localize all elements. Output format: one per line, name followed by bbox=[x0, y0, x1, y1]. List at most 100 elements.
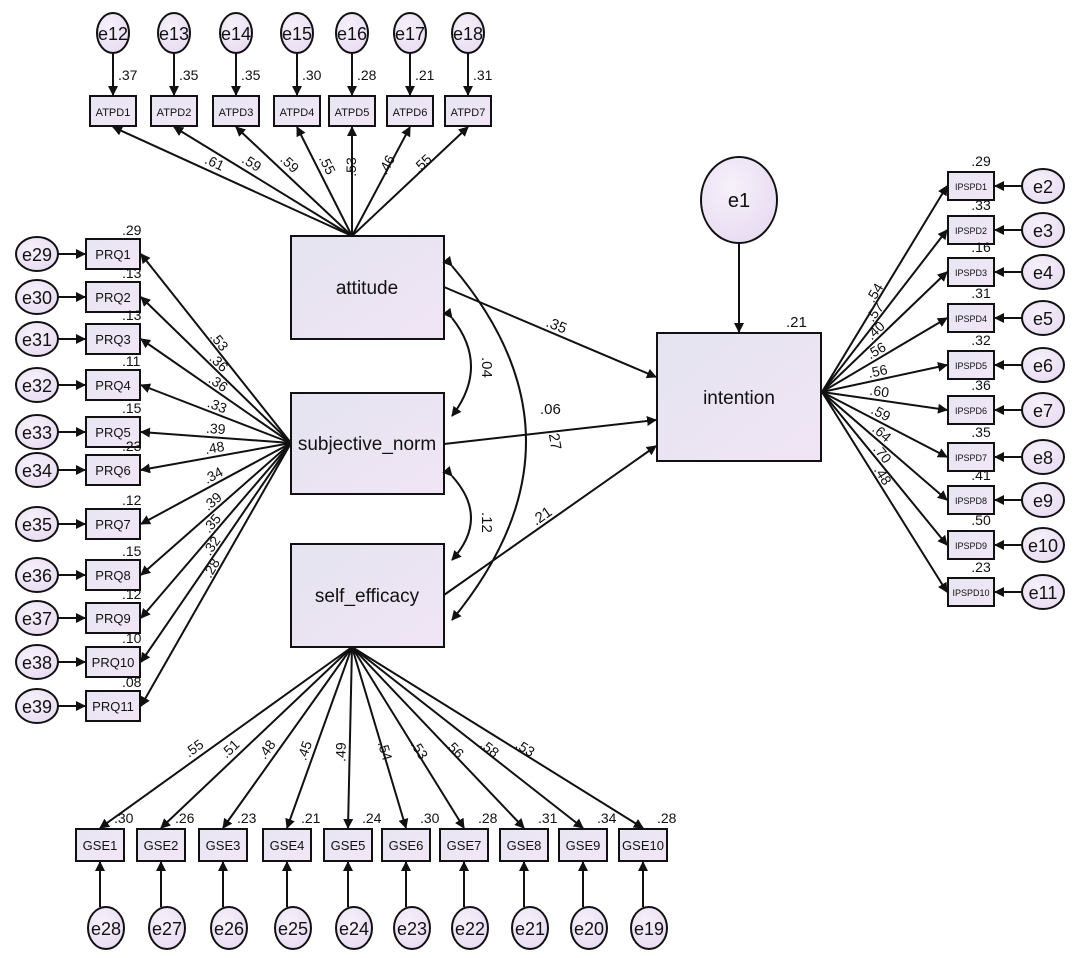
prq-box-4 bbox=[85, 369, 141, 401]
prq-loading-11: .28 bbox=[199, 555, 223, 580]
attitude-box bbox=[290, 235, 445, 340]
atpd-error-node-3 bbox=[219, 12, 253, 54]
prq-loading-path-11 bbox=[140, 442, 292, 707]
prq-error-node-1 bbox=[15, 236, 59, 272]
gse-error-node-1 bbox=[87, 906, 125, 950]
gse-loading-path-10 bbox=[351, 646, 644, 829]
gse-error-label-2: e27 bbox=[152, 919, 182, 939]
self-efficacy-label: self_efficacy bbox=[315, 586, 420, 607]
prq-error-label-4: e32 bbox=[22, 376, 52, 396]
atpd-loading-path-2 bbox=[173, 126, 353, 237]
prq-r2-11: .08 bbox=[122, 674, 142, 690]
atpd-loading-7: .55 bbox=[410, 151, 435, 176]
gse-loading-9: .58 bbox=[477, 736, 502, 761]
attitude-self-efficacy-covariance bbox=[442, 255, 527, 621]
atpd-loading-path-4 bbox=[296, 126, 353, 237]
ipspd-box-3 bbox=[947, 257, 995, 287]
prq-error-node-5 bbox=[15, 414, 59, 450]
ipspd-error-node-2 bbox=[1021, 212, 1065, 248]
atpd-r2-4: .30 bbox=[302, 67, 322, 83]
atpd-error-node-4 bbox=[280, 12, 314, 54]
ipspd-label-4: IPSPD4 bbox=[955, 314, 987, 324]
prq-loading-5: .39 bbox=[206, 420, 227, 437]
gse-error-label-3: e26 bbox=[214, 919, 244, 939]
prq-loading-path-8 bbox=[140, 442, 292, 576]
attitude-intention-coef: .35 bbox=[544, 314, 570, 338]
ipspd-r2-4: .31 bbox=[971, 285, 991, 301]
gse-r2-7: .28 bbox=[478, 810, 498, 826]
atpd-loading-5: .53 bbox=[343, 157, 359, 177]
atpd-label-7: ATPD7 bbox=[451, 107, 486, 119]
atpd-loading-path-6 bbox=[351, 126, 411, 237]
prq-label-9: PRQ9 bbox=[95, 611, 130, 626]
atpd-error-label-4: e15 bbox=[282, 24, 312, 44]
prq-r2-8: .15 bbox=[122, 543, 142, 559]
atpd-r2-7: .31 bbox=[473, 67, 493, 83]
ipspd-error-label-2: e3 bbox=[1033, 221, 1053, 241]
intention-r2-label: .21 bbox=[786, 314, 807, 331]
prq-loading-path-2 bbox=[140, 296, 292, 444]
gse-label-4: GSE4 bbox=[270, 838, 305, 853]
ipspd-error-node-7 bbox=[1021, 439, 1065, 475]
ipspd-loading-4: .56 bbox=[864, 338, 889, 362]
prq-loading-path-5 bbox=[140, 427, 292, 444]
gse-error-label-5: e24 bbox=[339, 919, 369, 939]
ipspd-loading-path-6 bbox=[821, 391, 948, 414]
gse-box-9 bbox=[558, 828, 608, 862]
ipspd-r2-6: .36 bbox=[971, 377, 991, 393]
subjective-norm-self-efficacy-coef: .12 bbox=[478, 512, 495, 533]
prq-label-4: PRQ4 bbox=[95, 378, 130, 393]
ipspd-r2-2: .33 bbox=[971, 197, 991, 213]
atpd-r2-3: .35 bbox=[241, 67, 261, 83]
prq-box-8 bbox=[85, 559, 141, 591]
ipspd-error-label-8: e9 bbox=[1033, 491, 1053, 511]
prq-error-label-5: e33 bbox=[22, 423, 52, 443]
gse-box-1 bbox=[75, 828, 125, 862]
ipspd-loading-path-9 bbox=[821, 391, 948, 546]
prq-loading-2: .36 bbox=[206, 350, 231, 375]
attitude-subjective-norm-covariance bbox=[442, 307, 472, 417]
atpd-label-4: ATPD4 bbox=[280, 107, 315, 119]
gse-box-3 bbox=[198, 828, 248, 862]
self-efficacy-intention-coef: .21 bbox=[529, 503, 556, 529]
atpd-box-3 bbox=[212, 95, 260, 127]
gse-r2-8: .31 bbox=[538, 810, 558, 826]
gse-loading-path-4 bbox=[285, 646, 353, 829]
prq-error-label-9: e37 bbox=[22, 609, 52, 629]
gse-loading-10: .53 bbox=[513, 736, 538, 760]
ipspd-box-5 bbox=[947, 350, 995, 380]
ipspd-error-label-5: e6 bbox=[1033, 356, 1053, 376]
ipspd-error-node-10 bbox=[1021, 574, 1065, 610]
ipspd-error-node-6 bbox=[1021, 392, 1065, 428]
ipspd-r2-9: .50 bbox=[971, 512, 991, 528]
ipspd-error-label-6: e7 bbox=[1033, 401, 1053, 421]
prq-error-node-2 bbox=[15, 279, 59, 315]
atpd-loading-path-3 bbox=[235, 126, 353, 237]
prq-loading-path-7 bbox=[140, 442, 292, 525]
prq-label-1: PRQ1 bbox=[95, 247, 130, 262]
prq-label-8: PRQ8 bbox=[95, 568, 130, 583]
gse-r2-3: .23 bbox=[237, 810, 257, 826]
ipspd-error-node-4 bbox=[1021, 300, 1065, 336]
gse-loading-8: .56 bbox=[442, 736, 467, 761]
ipspd-label-8: IPSPD8 bbox=[955, 496, 987, 506]
ipspd-label-9: IPSPD9 bbox=[955, 541, 987, 551]
atpd-error-label-5: e16 bbox=[337, 24, 367, 44]
ipspd-r2-10: .23 bbox=[971, 559, 991, 575]
gse-error-label-4: e25 bbox=[278, 919, 308, 939]
gse-box-4 bbox=[262, 828, 312, 862]
ipspd-error-label-7: e8 bbox=[1033, 448, 1053, 468]
atpd-label-2: ATPD2 bbox=[157, 107, 192, 119]
prq-box-10 bbox=[85, 646, 141, 678]
atpd-box-5 bbox=[328, 95, 376, 127]
gse-error-label-8: e21 bbox=[515, 919, 545, 939]
prq-loading-path-3 bbox=[140, 338, 292, 444]
gse-box-2 bbox=[136, 828, 186, 862]
gse-error-node-6 bbox=[393, 906, 431, 950]
prq-error-label-10: e38 bbox=[22, 653, 52, 673]
atpd-loading-3: .59 bbox=[277, 151, 302, 176]
prq-loading-3: .36 bbox=[206, 371, 231, 395]
prq-box-7 bbox=[85, 508, 141, 540]
gse-r2-2: .26 bbox=[175, 810, 195, 826]
gse-loading-path-5 bbox=[343, 646, 354, 829]
